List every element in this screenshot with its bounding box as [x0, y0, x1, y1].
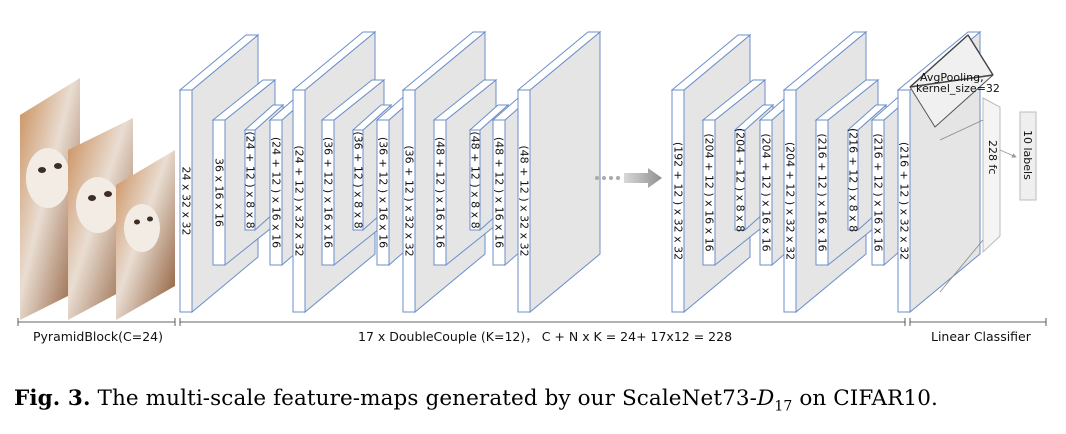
feature-map-label: (216 + 12 ) x 32 x 32 — [898, 142, 911, 260]
caption-model-d: D — [757, 386, 775, 411]
pool-label-1: AvgPooling, — [920, 71, 984, 84]
feature-map-label: (216 + 12 ) x 16 x 16 — [816, 133, 829, 251]
caption-fig-number: Fig. 3. — [14, 386, 91, 411]
feature-map-label: (24 + 12 ) x 16 x 16 — [270, 137, 283, 248]
pyramid-images — [20, 78, 175, 320]
classifier-block: AvgPooling, kernel_size=32 228 fc 10 lab… — [909, 34, 1037, 293]
feature-map-label: (48 + 12 ) x 8 x 8 — [469, 131, 482, 228]
feature-map-side — [783, 89, 797, 313]
pyramid-block-label: PyramidBlock(C=24) — [33, 329, 163, 344]
feature-map-label: (216 + 12 ) x 16 x 16 — [872, 133, 885, 251]
feature-map-side — [376, 119, 390, 266]
feature-map-side — [702, 119, 716, 266]
figure-caption: Fig. 3. The multi-scale feature-maps gen… — [14, 386, 1064, 414]
feature-map-side — [517, 89, 531, 313]
fc-label: 228 fc — [986, 140, 999, 174]
feature-map-l12: (48 + 12 ) x 32 x 32 — [516, 30, 602, 314]
feature-map-side — [433, 119, 447, 266]
feature-map-side — [352, 129, 364, 231]
feature-map-label: (48 + 12 ) x 16 x 16 — [434, 137, 447, 248]
feature-map-side — [292, 89, 306, 313]
cat-image-large — [20, 78, 80, 320]
feature-map-side — [244, 129, 256, 231]
double-couple-label: 17 x DoubleCouple (K=12)， C + N x K = 24… — [358, 329, 732, 344]
feature-map-label: (48 + 12 ) x 16 x 16 — [493, 137, 506, 248]
feature-map-label: (24 + 12 ) x 8 x 8 — [244, 131, 257, 228]
feature-map-label: (204 + 12 ) x 32 x 32 — [784, 142, 797, 260]
feature-map-label: 36 x 16 x 16 — [213, 158, 226, 227]
output-label: 10 labels — [1021, 130, 1034, 180]
cat-image-small — [116, 150, 175, 320]
feature-map-side — [321, 119, 335, 266]
feature-map-side — [759, 119, 773, 266]
feature-map-side — [469, 129, 481, 231]
caption-text-end: on CIFAR10. — [792, 386, 938, 411]
feature-map-label: (204 + 12 ) x 16 x 16 — [760, 133, 773, 251]
feature-map-label: (192 + 12 ) x 32 x 32 — [672, 142, 685, 260]
feature-map-side — [212, 119, 226, 266]
feature-map-side — [734, 129, 746, 231]
feature-map-side — [815, 119, 829, 266]
feature-map-label: (36 + 12 ) x 32 x 32 — [403, 145, 416, 256]
feature-map-label: (36 + 12 ) x 16 x 16 — [322, 137, 335, 248]
feature-map-layers: 24 x 32 x 32 36 x 16 x 16 (24 + 12 ) x 8 x… — [178, 30, 982, 314]
section-brackets — [17, 318, 1047, 326]
feature-map-label: (204 + 12 ) x 8 x 8 — [734, 128, 747, 232]
feature-map-label: (48 + 12 ) x 32 x 32 — [518, 145, 531, 256]
feature-map-label: (36 + 12 ) x 16 x 16 — [377, 137, 390, 248]
feature-map-side — [179, 89, 193, 313]
feature-map-side — [492, 119, 506, 266]
feature-map-side — [897, 89, 911, 313]
feature-map-label: (24 + 12 ) x 32 x 32 — [293, 145, 306, 256]
feature-map-label: (36 + 12 ) x 8 x 8 — [352, 131, 365, 228]
feature-map-label: (204 + 12 ) x 16 x 16 — [703, 133, 716, 251]
pool-label-2: kernel_size=32 — [916, 82, 1000, 95]
caption-text: The multi-scale feature-maps generated b… — [90, 386, 758, 411]
feature-map-side — [671, 89, 685, 313]
feature-map-label: 24 x 32 x 32 — [180, 167, 193, 236]
feature-map-side — [269, 119, 283, 266]
continuation-arrow — [595, 168, 662, 188]
feature-map-side — [847, 129, 859, 231]
feature-map-side — [871, 119, 885, 266]
linear-classifier-label: Linear Classifier — [931, 329, 1032, 344]
feature-map-label: (216 + 12 ) x 8 x 8 — [847, 128, 860, 232]
feature-map-side — [402, 89, 416, 313]
caption-model-sub: 17 — [774, 398, 793, 415]
